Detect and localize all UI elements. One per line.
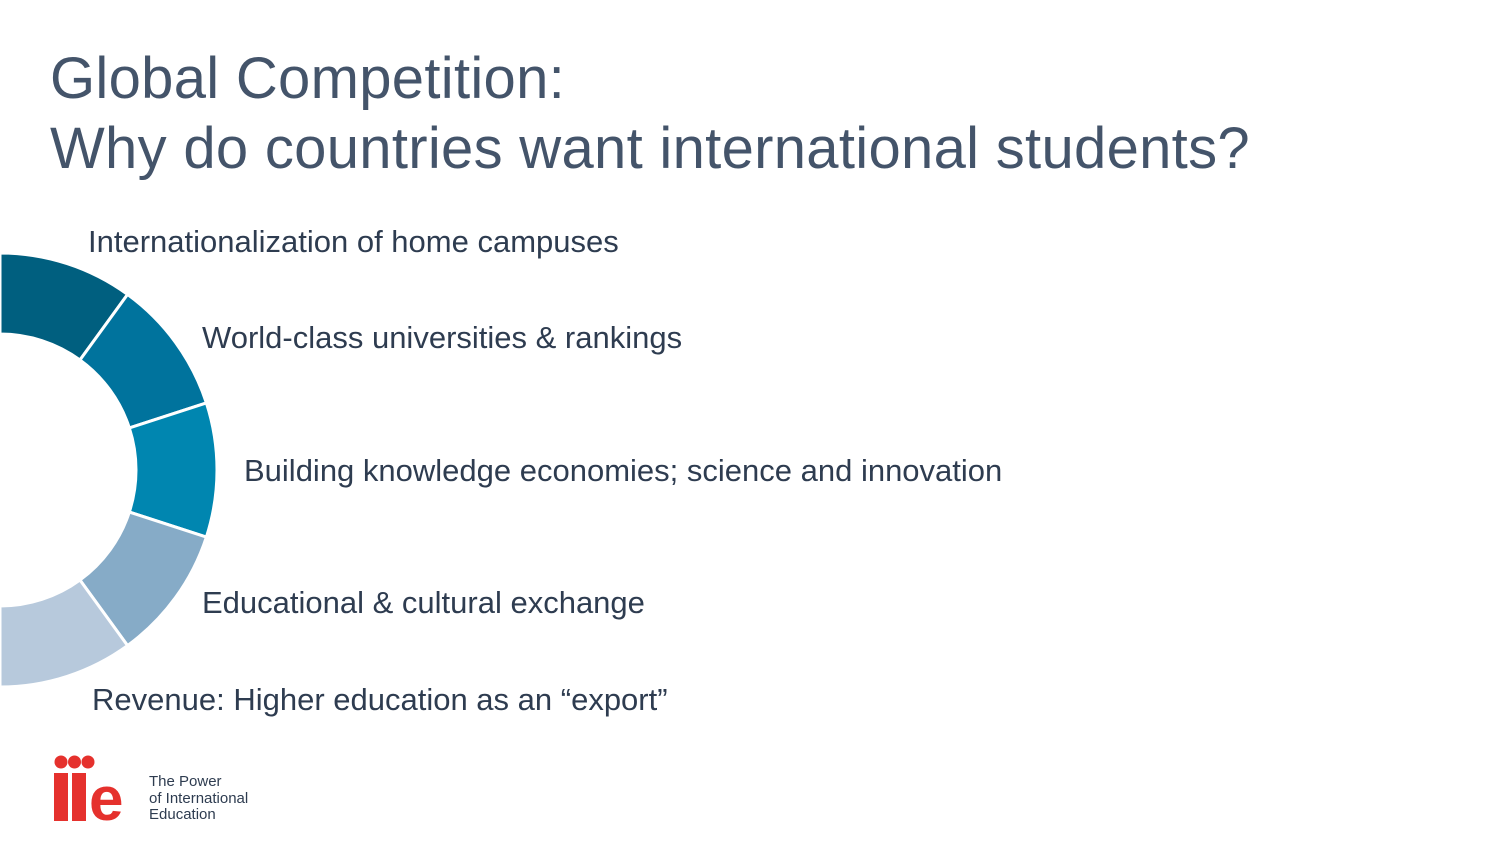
reason-label-world-class-rankings: World-class universities & rankings (202, 320, 683, 355)
logo-e-glyph: e (89, 765, 123, 824)
ring-segment-revenue (0, 577, 130, 689)
slide-title: Global Competition: Why do countries wan… (50, 44, 1250, 184)
iie-logo: e The Power of International Education (52, 752, 272, 828)
title-line-1: Global Competition: (50, 46, 566, 111)
logo-tagline-line-3: Education (149, 806, 216, 823)
logo-tagline: The Power of International Education (149, 773, 249, 824)
reason-label-internationalization: Internationalization of home campuses (88, 224, 619, 259)
reason-label-cultural-exchange: Educational & cultural exchange (202, 585, 645, 620)
iie-logo-mark: e (54, 755, 123, 824)
reason-label-revenue: Revenue: Higher education as an “export” (92, 682, 668, 717)
logo-tagline-line-2: of International (149, 789, 249, 807)
title-line-2: Why do countries want international stud… (50, 116, 1250, 181)
reason-label-knowledge-economies: Building knowledge economies; science an… (244, 453, 1003, 488)
logo-tagline-line-1: The Power (149, 773, 222, 790)
